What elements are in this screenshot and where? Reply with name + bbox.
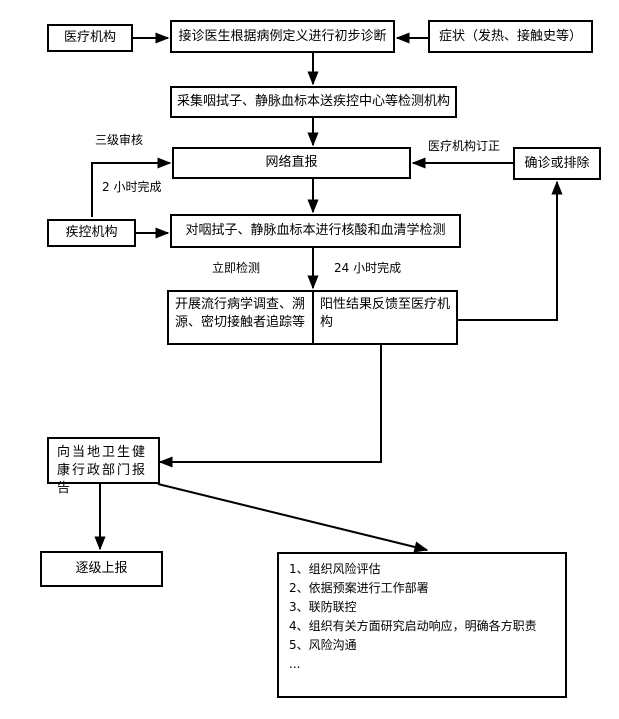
node-escalate: 逐级上报 (40, 551, 163, 587)
node-hospital: 医疗机构 (47, 24, 133, 52)
arrow-results-to-health-dept (158, 345, 382, 468)
node-sampling: 采集咽拭子、静脉血标本送疾控中心等检测机构 (170, 86, 457, 118)
node-sampling-text: 采集咽拭子、静脉血标本送疾控中心等检测机构 (176, 94, 450, 109)
node-escalate-text: 逐级上报 (75, 561, 128, 576)
node-diagnosis: 接诊医生根据病例定义进行初步诊断 (170, 20, 395, 53)
label-immediate-test: 立即检测 (212, 261, 261, 275)
node-epi-investigation: 开展流行病学调查、溯源、密切接触者追踪等 (167, 290, 314, 345)
label-within-24h: 24 小时完成 (334, 261, 402, 275)
node-epi-investigation-text: 开展流行病学调查、溯源、密切接触者追踪等 (175, 297, 306, 330)
action-item: 1、组织风险评估 (289, 562, 381, 576)
node-positive-feedback: 阳性结果反馈至医疗机构 (312, 290, 458, 345)
label-three-level-review: 三级审核 (95, 133, 144, 147)
label-two-hours: 2 小时完成 (102, 180, 162, 194)
node-symptoms-text: 症状（发热、接触史等） (438, 28, 582, 44)
node-confirm-text: 确诊或排除 (524, 155, 590, 171)
label-hospital-correction: 医疗机构订正 (428, 139, 501, 153)
node-report-health-dept: 向当地卫生健康行政部门报告 (47, 437, 160, 496)
arrow-health-dept-to-actions (157, 483, 429, 553)
node-direct-report: 网络直报 (172, 147, 411, 179)
action-item: 3、联防联控 (289, 600, 357, 614)
node-report-health-dept-text: 向当地卫生健康行政部门报告 (57, 445, 148, 496)
arrow-cdc-to-report (91, 157, 172, 217)
node-confirm: 确诊或排除 (513, 147, 601, 180)
node-testing-text: 对咽拭子、静脉血标本进行核酸和血清学检测 (185, 223, 446, 238)
node-direct-report-text: 网络直报 (265, 155, 318, 170)
arrow-feedback-to-confirm (458, 180, 563, 321)
node-diagnosis-text: 接诊医生根据病例定义进行初步诊断 (178, 28, 387, 44)
action-item: 5、风险沟通 (289, 638, 357, 652)
node-positive-feedback-text: 阳性结果反馈至医疗机构 (320, 297, 451, 330)
node-hospital-text: 医疗机构 (63, 30, 116, 45)
node-cdc: 疾控机构 (47, 219, 136, 247)
node-symptoms: 症状（发热、接触史等） (428, 20, 593, 53)
action-item: 2、依据预案进行工作部署 (289, 581, 429, 595)
node-actions-list: 1、组织风险评估 2、依据预案进行工作部署 3、联防联控 4、组织有关方面研究启… (277, 552, 567, 698)
action-item: 4、组织有关方面研究启动响应，明确各方职责 (289, 619, 537, 633)
node-testing: 对咽拭子、静脉血标本进行核酸和血清学检测 (170, 214, 461, 248)
action-item: ... (289, 657, 301, 671)
node-cdc-text: 疾控机构 (65, 225, 118, 240)
